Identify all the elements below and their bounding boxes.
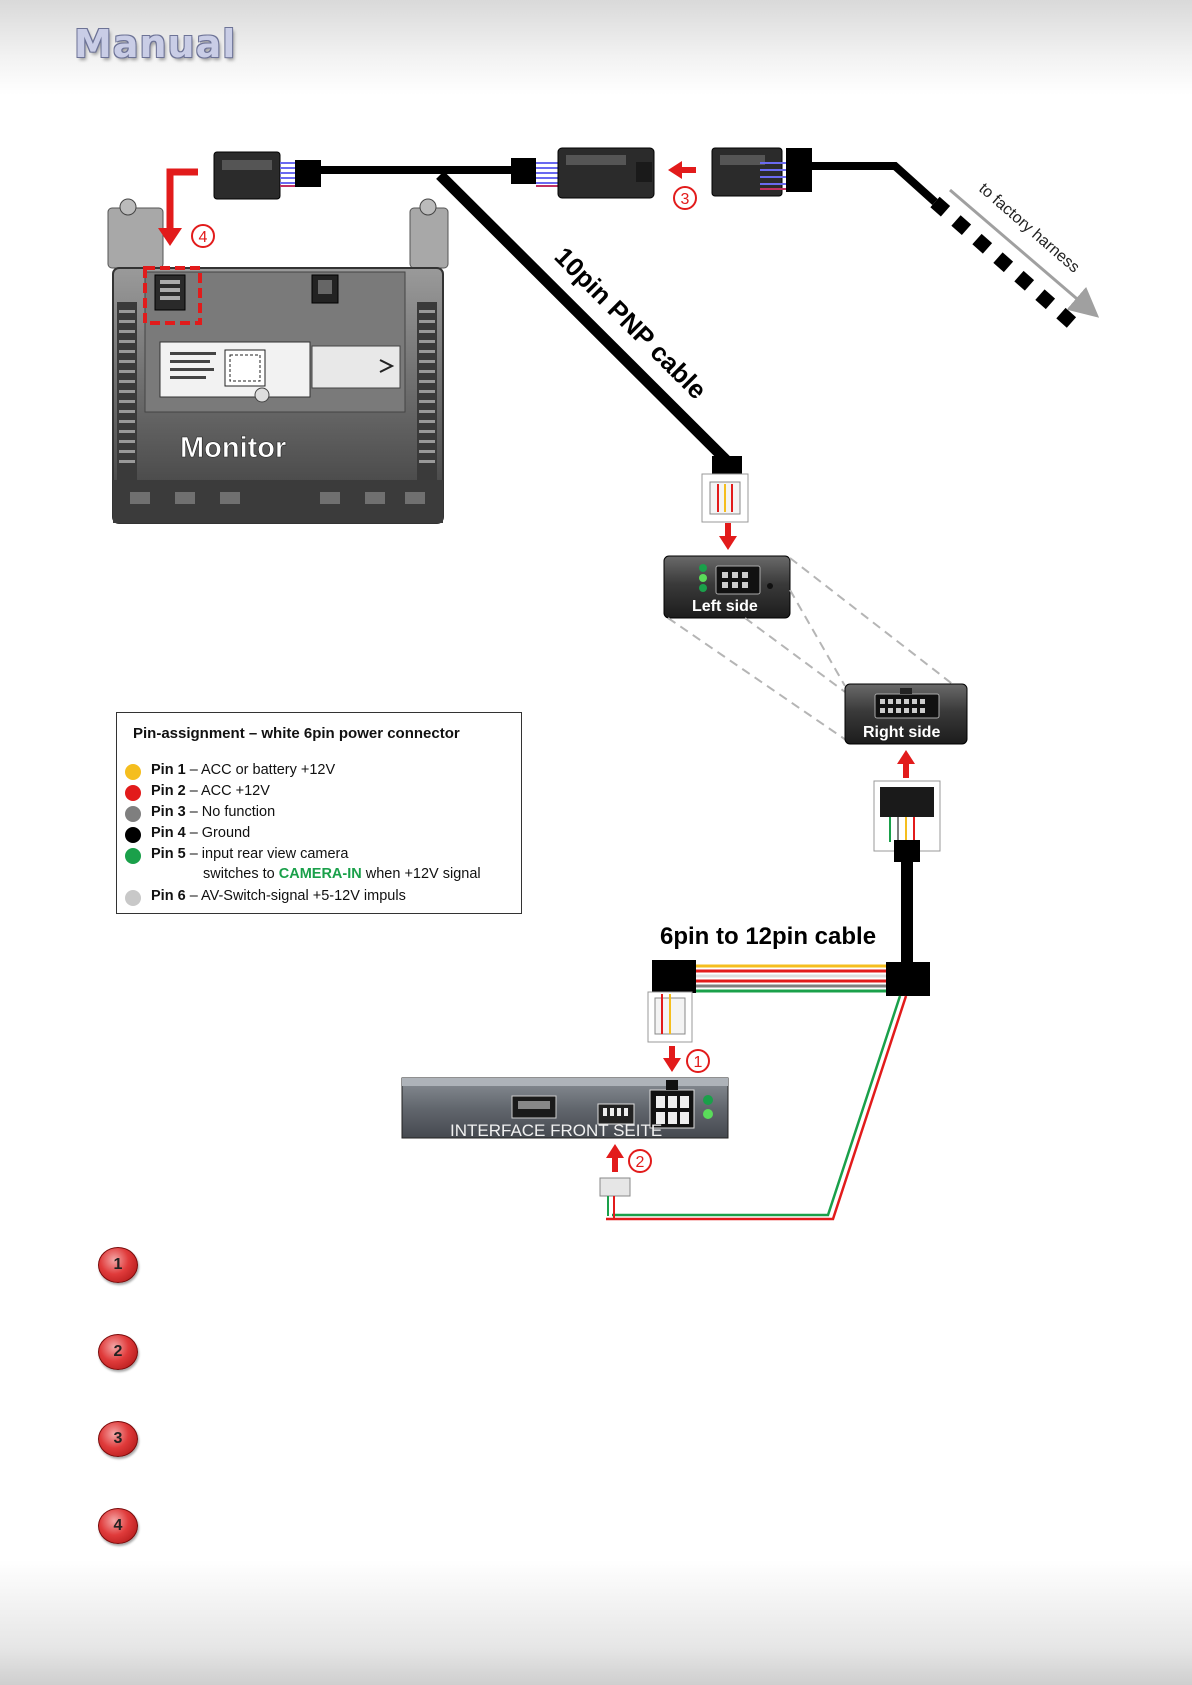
- monitor-port-highlight: [143, 266, 202, 325]
- pin-5-dot: [125, 848, 141, 864]
- factory-plug: to factory harness: [711, 147, 1100, 336]
- pin-2-desc: – ACC +12V: [189, 783, 270, 799]
- pin-6-desc: – AV-Switch-signal +5-12V impuls: [189, 888, 406, 904]
- pin-3-desc: – No function: [189, 804, 276, 820]
- pin-1-name: Pin 1: [151, 762, 186, 778]
- marker-1: [686, 1049, 710, 1073]
- factory-harness-arrow: [949, 188, 1100, 318]
- cable-6-to-12: 6pin to 12pin cable: [599, 780, 941, 1221]
- page-title: Manual: [74, 22, 237, 66]
- right-side-label: Right side: [863, 724, 940, 741]
- step-marker-2: 2: [98, 1334, 138, 1370]
- monitor-label: Monitor: [180, 432, 286, 464]
- pin-1-desc: – ACC or battery +12V: [189, 762, 336, 778]
- pin-5-sub-row: switches to CAMERA-IN when +12V signal: [203, 866, 481, 882]
- step-marker-4: 4: [98, 1508, 138, 1544]
- camera-in-label: CAMERA-IN: [278, 866, 362, 882]
- pin-assignment-title: Pin-assignment – white 6pin power connec…: [133, 725, 460, 742]
- pin-1-dot: [125, 764, 141, 780]
- pin-5-sub-prefix: switches to: [203, 866, 275, 882]
- marker-2: [628, 1149, 652, 1173]
- monitor-unit: Monitor: [107, 198, 449, 524]
- step-marker-1: 1: [98, 1247, 138, 1283]
- small-white-plug: [599, 1177, 631, 1197]
- diagram-markers: 1 2 3 4: [191, 186, 710, 1173]
- pin-assignment-box: Pin-assignment – white 6pin power connec…: [116, 712, 522, 914]
- pin-6-name: Pin 6: [151, 888, 186, 904]
- interface-box: INTERFACE FRONT SEITE: [401, 1077, 729, 1140]
- step-marker-3: 3: [98, 1421, 138, 1457]
- left-side-label: Left side: [692, 598, 758, 615]
- pin-4-name: Pin 4: [151, 825, 186, 841]
- pin-2-name: Pin 2: [151, 783, 186, 799]
- arrow-step4: [166, 168, 198, 230]
- pin-5-desc: – input rear view camera: [189, 846, 349, 862]
- marker-4: [191, 224, 215, 248]
- cable-6-12-label: 6pin to 12pin cable: [660, 923, 876, 950]
- marker-3-label: 3: [681, 191, 690, 208]
- marker-3: [673, 186, 697, 210]
- pnp-cable-label: 10pin PNP cable: [549, 241, 713, 405]
- page-header: Manual: [0, 0, 1192, 95]
- monitor-bottom-frame: [113, 480, 443, 523]
- pin-3-dot: [125, 806, 141, 822]
- harness-plug-left: [213, 151, 281, 200]
- right-side-box: Right side: [844, 683, 968, 745]
- pin-2-dot: [125, 785, 141, 801]
- left-side-box: Left side: [663, 555, 791, 619]
- pin-5-name: Pin 5: [151, 846, 186, 862]
- interface-label: INTERFACE FRONT SEITE: [450, 1121, 662, 1140]
- marker-2-label: 2: [636, 1154, 645, 1171]
- pin-3-name: Pin 3: [151, 804, 186, 820]
- cable-junction-left: [652, 960, 696, 993]
- factory-harness-label: to factory harness: [975, 180, 1082, 276]
- pin-4-desc: – Ground: [189, 825, 251, 841]
- marker-1-label: 1: [694, 1054, 703, 1071]
- pin-5-sub-suffix: when +12V signal: [365, 866, 481, 882]
- page-footer: [0, 1560, 1192, 1685]
- pin-6-dot: [125, 890, 141, 906]
- marker-4-label: 4: [199, 229, 208, 246]
- pnp-cable-line: [436, 171, 732, 466]
- pin-4-dot: [125, 827, 141, 843]
- cable-junction-right: [886, 962, 930, 996]
- monitor-bracket-left: [107, 207, 164, 269]
- monitor-bracket-right: [409, 207, 449, 269]
